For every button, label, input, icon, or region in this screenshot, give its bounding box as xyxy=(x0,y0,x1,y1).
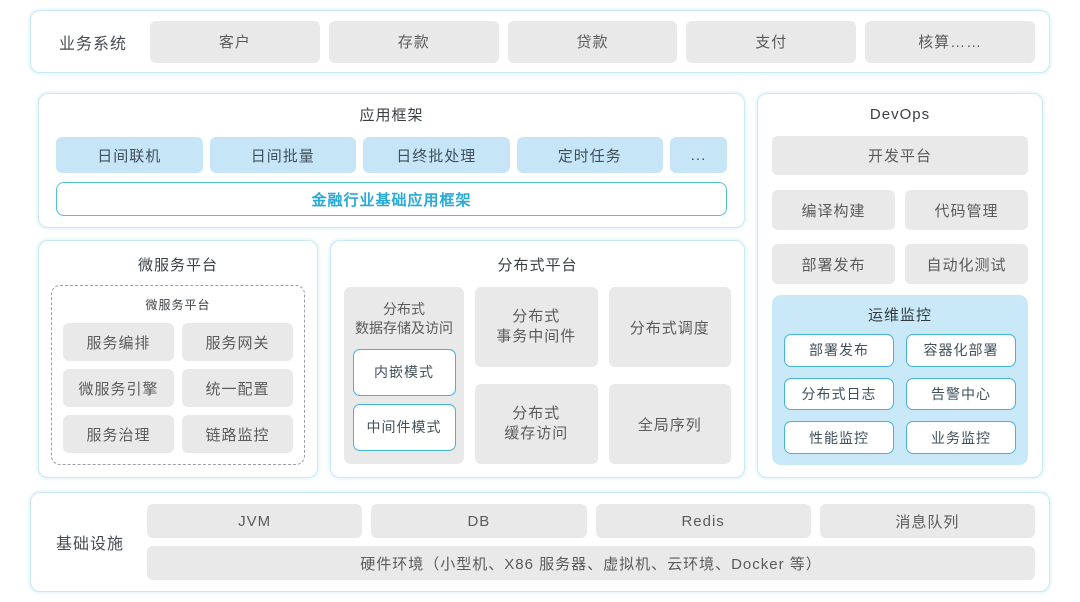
middle-zone: 应用框架 日间联机 日间批量 日终批处理 定时任务 ... 金融行业基础应用框架… xyxy=(38,93,1043,478)
infra-item-jvm: JVM xyxy=(147,504,363,538)
storage-mode-embedded: 内嵌模式 xyxy=(352,348,456,396)
microservice-item-engine: 微服务引擎 xyxy=(63,369,174,407)
dev-platform-box: 开发平台 xyxy=(772,136,1028,175)
middle-left-column: 应用框架 日间联机 日间批量 日终批处理 定时任务 ... 金融行业基础应用框架… xyxy=(38,93,745,478)
app-framework-modules-row: 日间联机 日间批量 日终批处理 定时任务 ... xyxy=(56,137,727,173)
distributed-grid: 分布式 数据存储及访问 内嵌模式 中间件模式 分布式 事务中间件 分布式 缓存访… xyxy=(344,287,731,464)
hardware-env-box: 硬件环境（小型机、X86 服务器、虚拟机、云环境、Docker 等） xyxy=(147,546,1035,580)
microservice-item-trace-monitor: 链路监控 xyxy=(182,415,293,453)
app-module-daytime-batch: 日间批量 xyxy=(209,137,356,173)
infra-item-db: DB xyxy=(371,504,587,538)
business-item-deposit: 存款 xyxy=(328,20,499,63)
app-module-more: ... xyxy=(670,137,727,173)
devops-tool-code-management: 代码管理 xyxy=(905,190,1028,230)
infra-item-redis: Redis xyxy=(595,504,811,538)
infrastructure-row: JVM DB Redis 消息队列 xyxy=(147,504,1035,538)
ops-item-container-deploy: 容器化部署 xyxy=(906,334,1016,367)
infrastructure-panel: 基础设施 JVM DB Redis 消息队列 硬件环境（小型机、X86 服务器、… xyxy=(30,492,1050,592)
distributed-cell-transaction-middleware: 分布式 事务中间件 xyxy=(475,287,598,367)
devops-tool-build: 编译构建 xyxy=(772,190,895,230)
microservice-title: 微服务平台 xyxy=(137,257,218,274)
distributed-middle-column: 分布式 事务中间件 分布式 缓存访问 xyxy=(475,287,598,464)
business-item-accounting: 核算…… xyxy=(865,20,1035,63)
microservice-item-unified-config: 统一配置 xyxy=(182,369,293,407)
app-framework-panel: 应用框架 日间联机 日间批量 日终批处理 定时任务 ... 金融行业基础应用框架 xyxy=(38,93,745,228)
distributed-cell-cache-access: 分布式 缓存访问 xyxy=(475,384,598,464)
distributed-panel: 分布式平台 分布式 数据存储及访问 内嵌模式 中间件模式 分布式 事务中间件 分… xyxy=(330,240,745,478)
base-framework-box: 金融行业基础应用框架 xyxy=(56,182,727,216)
infra-item-message-queue: 消息队列 xyxy=(819,504,1035,538)
app-framework-title: 应用框架 xyxy=(359,107,424,124)
ops-item-business-monitor: 业务监控 xyxy=(906,421,1016,454)
distributed-cell-scheduling: 分布式调度 xyxy=(608,287,731,367)
microservice-panel: 微服务平台 微服务平台 服务编排 服务网关 微服务引擎 统一配置 服务治理 链路… xyxy=(38,240,318,478)
devops-tool-deploy-release: 部署发布 xyxy=(772,244,895,284)
distributed-storage-box: 分布式 数据存储及访问 内嵌模式 中间件模式 xyxy=(344,287,464,464)
ops-item-performance-monitor: 性能监控 xyxy=(784,421,894,454)
app-module-scheduled-task: 定时任务 xyxy=(516,137,663,173)
distributed-cell-global-sequence: 全局序列 xyxy=(608,384,731,464)
distributed-storage-title: 分布式 数据存储及访问 xyxy=(355,301,453,336)
business-systems-panel: 业务系统 客户 存款 贷款 支付 核算…… xyxy=(30,10,1050,73)
ops-item-alert-center: 告警中心 xyxy=(906,377,1016,411)
microservice-grid: 服务编排 服务网关 微服务引擎 统一配置 服务治理 链路监控 xyxy=(63,323,293,453)
distributed-title: 分布式平台 xyxy=(497,257,578,274)
business-systems-label: 业务系统 xyxy=(58,35,127,53)
microservice-inner-title: 微服务平台 xyxy=(145,298,211,312)
business-item-customer: 客户 xyxy=(150,20,320,63)
app-module-daytime-online: 日间联机 xyxy=(56,137,203,173)
business-item-loan: 贷款 xyxy=(507,20,678,63)
app-module-eod-batch: 日终批处理 xyxy=(363,137,510,173)
ops-monitoring-panel: 运维监控 部署发布 容器化部署 分布式日志 告警中心 性能监控 业务监控 xyxy=(772,295,1028,465)
ops-item-deploy-release: 部署发布 xyxy=(784,334,894,367)
distributed-right-column: 分布式调度 全局序列 xyxy=(608,287,731,464)
devops-title: DevOps xyxy=(869,106,931,123)
microservice-item-governance: 服务治理 xyxy=(63,415,174,453)
business-item-payment: 支付 xyxy=(686,20,857,63)
devops-tools-grid: 编译构建 代码管理 部署发布 自动化测试 xyxy=(772,190,1028,284)
infrastructure-content: JVM DB Redis 消息队列 硬件环境（小型机、X86 服务器、虚拟机、云… xyxy=(147,504,1035,580)
microservice-inner-box: 微服务平台 服务编排 服务网关 微服务引擎 统一配置 服务治理 链路监控 xyxy=(51,285,305,465)
storage-mode-middleware: 中间件模式 xyxy=(352,403,456,451)
devops-panel: DevOps 开发平台 编译构建 代码管理 部署发布 自动化测试 运维监控 部署… xyxy=(757,93,1043,478)
microservice-item-gateway: 服务网关 xyxy=(182,323,293,361)
devops-tool-automated-testing: 自动化测试 xyxy=(905,244,1028,284)
infrastructure-label: 基础设施 xyxy=(55,536,124,553)
ops-item-distributed-logs: 分布式日志 xyxy=(784,377,894,411)
platforms-row: 微服务平台 微服务平台 服务编排 服务网关 微服务引擎 统一配置 服务治理 链路… xyxy=(38,240,745,478)
ops-monitoring-title: 运维监控 xyxy=(867,307,932,324)
microservice-item-orchestration: 服务编排 xyxy=(63,323,174,361)
ops-monitoring-grid: 部署发布 容器化部署 分布式日志 告警中心 性能监控 业务监控 xyxy=(784,334,1016,454)
